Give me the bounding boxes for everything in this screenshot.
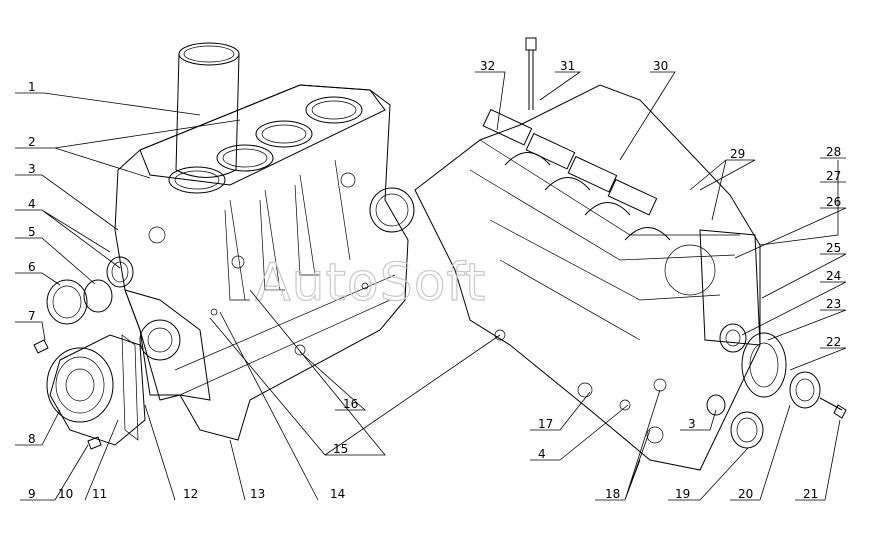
callout-11: 11 (92, 487, 107, 501)
callout-6: 6 (28, 260, 36, 274)
callout-16: 16 (343, 397, 358, 411)
callout-15: 15 (333, 442, 348, 456)
callout-20: 20 (738, 487, 753, 501)
callout-31: 31 (560, 59, 575, 73)
callout-25: 25 (826, 241, 841, 255)
callout-10: 10 (58, 487, 73, 501)
callout-4-right: 4 (538, 447, 546, 461)
leader-lines (15, 71, 847, 501)
main-bearing-bolt (525, 37, 537, 110)
callout-8: 8 (28, 432, 36, 446)
left-cylinder-block (114, 84, 415, 441)
callout-19: 19 (675, 487, 690, 501)
right-cylinder-block (414, 84, 761, 471)
callout-4: 4 (28, 197, 36, 211)
callout-24: 24 (826, 269, 841, 283)
callout-28: 28 (826, 145, 841, 159)
callout-12: 12 (183, 487, 198, 501)
callout-13: 13 (250, 487, 265, 501)
callout-3-right: 3 (688, 417, 696, 431)
callout-32: 32 (480, 59, 495, 73)
callout-1: 1 (28, 80, 36, 94)
callout-5: 5 (28, 225, 36, 239)
callout-2: 2 (28, 135, 36, 149)
callout-14: 14 (330, 487, 345, 501)
front-cover-assembly (33, 256, 146, 450)
callout-9: 9 (28, 487, 36, 501)
callout-27: 27 (826, 169, 841, 183)
callout-22: 22 (826, 335, 841, 349)
callout-21: 21 (803, 487, 818, 501)
timing-gear-assembly (706, 323, 847, 449)
callout-29: 29 (730, 147, 745, 161)
watermark: AutoSoft (255, 253, 486, 313)
cylinder-liner (175, 42, 240, 178)
callout-30: 30 (653, 59, 668, 73)
callout-18: 18 (605, 487, 620, 501)
callout-17: 17 (538, 417, 553, 431)
callout-26: 26 (826, 195, 841, 209)
callout-7: 7 (28, 309, 36, 323)
callout-3: 3 (28, 162, 36, 176)
callout-labels: 1 2 3 4 5 6 7 8 9 10 11 12 13 14 15 16 1… (28, 59, 841, 501)
callout-23: 23 (826, 297, 841, 311)
